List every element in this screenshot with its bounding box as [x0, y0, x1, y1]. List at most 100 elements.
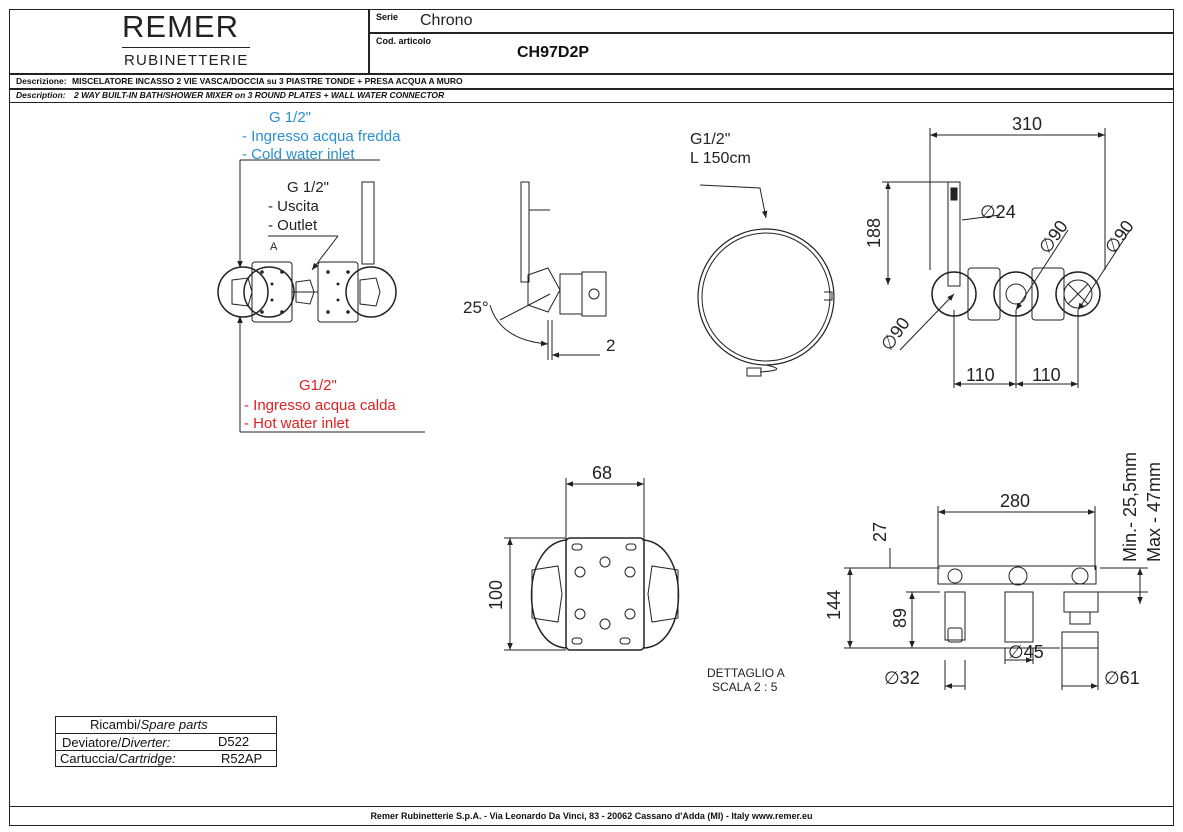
detail-hole-3 [599, 556, 611, 568]
spare-title-it: Ricambi/ [90, 717, 141, 732]
spare-title: Ricambi/Spare parts [90, 717, 208, 732]
spare-cartridge-en: Cartridge: [118, 751, 176, 766]
angle-arc [489, 304, 549, 347]
side-valve-port [588, 288, 600, 300]
detail-a-view [504, 478, 680, 651]
section-joint-3 [1071, 567, 1089, 585]
dim-27: 27 [870, 522, 890, 542]
dim-68: 68 [592, 463, 612, 483]
outlet-pipe-top [947, 181, 961, 287]
hose-end-fitting [824, 291, 833, 301]
brand-name: REMER [122, 9, 239, 44]
plate-left [217, 266, 269, 318]
dim-max: Max - 47mm [1144, 462, 1164, 562]
serie-value: Chrono [420, 12, 473, 29]
dim-61: ∅61 [1104, 668, 1140, 688]
dim90c-leader [1077, 229, 1131, 311]
hot-size: G1/2" [299, 377, 337, 394]
code-value: CH97D2P [517, 44, 590, 61]
serie-label: Serie [376, 12, 399, 22]
dim-144: 144 [824, 590, 844, 620]
detail-slot-4 [619, 637, 631, 645]
valve-body-right [359, 277, 381, 307]
brand-subtitle: RUBINETTERIE [124, 52, 249, 69]
detail-hole-5 [624, 608, 636, 620]
detail-slot-2 [625, 543, 637, 551]
spare-diverter: Deviatore/Diverter: [62, 735, 170, 750]
angle-ref-line [499, 293, 551, 321]
hose-nut [746, 367, 762, 377]
detail-slot-3 [571, 637, 583, 645]
serie-row [369, 9, 1174, 33]
section-wall-body [937, 565, 1097, 585]
detail-plate-left-arc [530, 539, 567, 649]
hose-length: L 150cm [690, 150, 751, 167]
dim-45: ∅45 [1008, 642, 1044, 662]
section-joint-2 [1008, 566, 1028, 586]
description-it-row [9, 74, 1174, 89]
code-label: Cod. articolo [376, 36, 432, 46]
detail-title: DETTAGLIO A [707, 666, 785, 680]
cold-en: - Cold water inlet [242, 146, 355, 163]
plate-right [345, 266, 397, 318]
footer-address: Remer Rubinetterie S.p.A. - Via Leonardo… [370, 811, 813, 821]
dim-110b: 110 [1032, 365, 1061, 385]
spare-cartridge-code: R52AP [221, 751, 263, 766]
description-en-label: Description: [16, 90, 66, 100]
dim-90c: ∅90 [1101, 217, 1138, 258]
outlet-it: - Uscita [268, 198, 319, 215]
dim-110a: 110 [966, 365, 995, 385]
spare-parts-table [55, 716, 277, 767]
hot-en: - Hot water inlet [244, 415, 350, 432]
dim-2: 2 [606, 336, 615, 355]
mounting-plate-1 [251, 261, 293, 323]
dim24-leader [961, 214, 1001, 221]
section-outlet-tip [947, 627, 963, 643]
detail-hole-4 [574, 608, 586, 620]
logo-box [9, 9, 369, 74]
section-view [844, 506, 1148, 690]
mounting-plate-2 [317, 261, 359, 323]
dim-min: Min.- 25,5mm [1120, 452, 1140, 562]
dim-100: 100 [486, 580, 506, 610]
dim-32: ∅32 [884, 668, 920, 688]
section-mixer-stem [1069, 611, 1091, 625]
dim-angle: 25° [463, 298, 489, 317]
section-diverter [1004, 591, 1034, 643]
diverter-knob [1005, 283, 1027, 305]
footer-row [9, 806, 1174, 826]
outlet-en: - Outlet [268, 217, 318, 234]
spare-title-en: Spare parts [140, 717, 208, 732]
top-right-view [882, 128, 1131, 388]
code-row [369, 33, 1174, 74]
spare-diverter-en: Diverter: [121, 735, 171, 750]
detail-hole-1 [574, 566, 586, 578]
dim-310: 310 [1012, 114, 1042, 134]
dim90a-leader [899, 293, 955, 351]
outlet-size: G 1/2" [287, 179, 329, 196]
dim-89: 89 [890, 608, 910, 628]
spare-cartridge-it: Cartuccia/ [60, 751, 119, 766]
side-wall-plate [559, 273, 583, 315]
detail-valve-left [531, 565, 563, 623]
valve-body-left [231, 277, 253, 307]
cold-size: G 1/2" [269, 109, 311, 126]
hot-it: - Ingresso acqua calda [244, 397, 396, 414]
detail-hole-6 [599, 618, 611, 630]
top-mount-plate-1 [967, 267, 1001, 321]
section-mixer-handle [1061, 631, 1099, 649]
detail-slot-1 [571, 543, 583, 551]
hose-leader [699, 184, 768, 219]
mixer-knob-cross-2 [1067, 283, 1089, 305]
side-view [489, 181, 607, 360]
side-outlet-pipe [520, 181, 530, 283]
cold-it: - Ingresso acqua fredda [242, 128, 401, 145]
detail-scale: SCALA 2 : 5 [712, 680, 778, 694]
spare-cartridge: Cartuccia/Cartridge: [60, 751, 176, 766]
detail-hole-2 [624, 566, 636, 578]
dim90b-leader [1015, 229, 1069, 311]
dim-90a: ∅90 [877, 314, 914, 355]
dim-280: 280 [1000, 491, 1030, 511]
spare-divider-2 [55, 750, 277, 751]
